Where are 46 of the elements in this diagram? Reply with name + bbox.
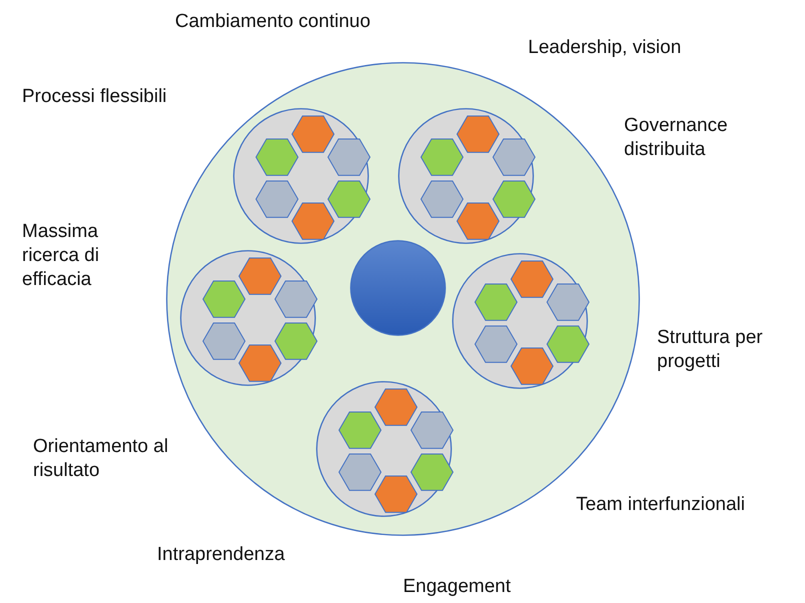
hexagon (547, 284, 589, 320)
hexagon (511, 348, 553, 384)
concept-label: Cambiamento continuo (175, 10, 372, 34)
concept-label: Leadership, vision (528, 36, 682, 60)
concept-label: Orientamento al risultato (33, 435, 170, 483)
hexagon (328, 180, 370, 218)
hexagon (493, 180, 535, 218)
hexagon (292, 202, 334, 240)
hexagon (275, 280, 317, 318)
hexagon (421, 180, 463, 218)
hexagon (547, 326, 589, 362)
team-circle (452, 253, 588, 389)
team-circle (233, 108, 369, 244)
concept-label: Governance distribuita (624, 114, 729, 162)
concept-label: Engagement (403, 575, 512, 599)
hexagon (375, 476, 417, 512)
concept-label: Massima ricerca di efficacia (22, 220, 100, 292)
hexagon (256, 138, 298, 176)
concept-label: Intraprendenza (157, 543, 286, 567)
hexagon (203, 322, 245, 360)
concept-label: Team interfunzionali (576, 493, 746, 517)
hexagon (511, 260, 553, 298)
core-circle (350, 240, 446, 336)
hexagon (292, 116, 334, 152)
hexagon (339, 412, 381, 448)
hexagon (457, 202, 499, 240)
team-circle (316, 381, 452, 517)
hexagon (457, 116, 499, 152)
hexagon (475, 284, 517, 320)
hexagon (493, 138, 535, 176)
hexagon (375, 388, 417, 426)
hexagon (339, 454, 381, 490)
hexagon (411, 412, 453, 448)
concept-label: Struttura per progetti (657, 326, 764, 374)
concept-label: Processi flessibili (22, 85, 168, 109)
hexagon (328, 138, 370, 176)
team-circle (398, 108, 534, 244)
hexagon (256, 180, 298, 218)
hexagon (421, 138, 463, 176)
hexagon (239, 344, 281, 382)
hexagon (411, 454, 453, 490)
team-circle (180, 250, 316, 386)
hexagon (275, 322, 317, 360)
hexagon (203, 280, 245, 318)
hexagon (475, 326, 517, 362)
hexagon (239, 258, 281, 294)
